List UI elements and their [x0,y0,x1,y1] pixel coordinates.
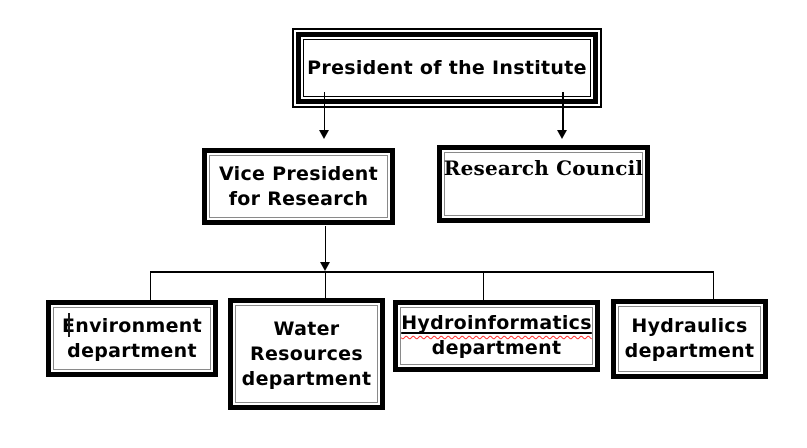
hub-line [150,271,714,273]
node-hydroinformatics-department[interactable]: Hydroinformatics department [393,300,600,372]
president-border-inner: President of the Institute [303,39,591,97]
water-resources-label-line2: Resources [250,342,363,365]
vice-president-inner: Vice President for Research [209,155,388,218]
research-council-inner: Research Council [444,152,643,216]
arrowhead-vp-hub [319,262,330,271]
node-vice-president[interactable]: Vice President for Research [202,148,395,225]
drop-hydroinformatics [482,271,484,302]
water-resources-label-line1: Water [273,317,340,340]
node-research-council[interactable]: Research Council [437,145,650,223]
spellcheck-squiggle: Hydroinformatics [401,311,592,336]
president-border-middle: President of the Institute [296,32,598,104]
drop-environment [149,271,151,303]
environment-inner: Environment department [53,307,211,370]
president-label: President of the Institute [307,57,587,79]
connector-vp-hub [324,226,326,262]
research-council-label: Research Council [443,156,644,180]
environment-label-line2: department [67,339,197,362]
node-environment-department[interactable]: Environment department [46,300,218,377]
vice-president-label-line2: for Research [228,187,369,210]
water-resources-label-line3: department [241,367,372,390]
water-resources-inner: Water Resources department [235,305,378,403]
hydroinformatics-inner: Hydroinformatics department [400,307,593,365]
vice-president-label-line1: Vice President [219,162,378,185]
connector-president-council [562,92,564,131]
drop-water-resources [324,271,326,299]
arrowhead-president-vp [318,130,329,139]
environment-label-line1: Environment [62,314,202,337]
node-water-resources-department[interactable]: Water Resources department [228,298,385,410]
arrowhead-president-council [557,130,568,139]
node-hydraulics-department[interactable]: Hydraulics department [611,299,768,379]
hydroinformatics-label-line1: Hydroinformatics [401,312,592,334]
connector-president-vp [323,92,325,131]
hydraulics-label-line1: Hydraulics [631,315,748,337]
text-caret [68,313,70,337]
hydraulics-inner: Hydraulics department [618,306,761,372]
hydraulics-label-line2: department [624,340,755,362]
hydroinformatics-label-line2: department [431,337,562,359]
node-president[interactable]: President of the Institute [292,28,602,108]
drop-hydraulics [712,271,714,300]
